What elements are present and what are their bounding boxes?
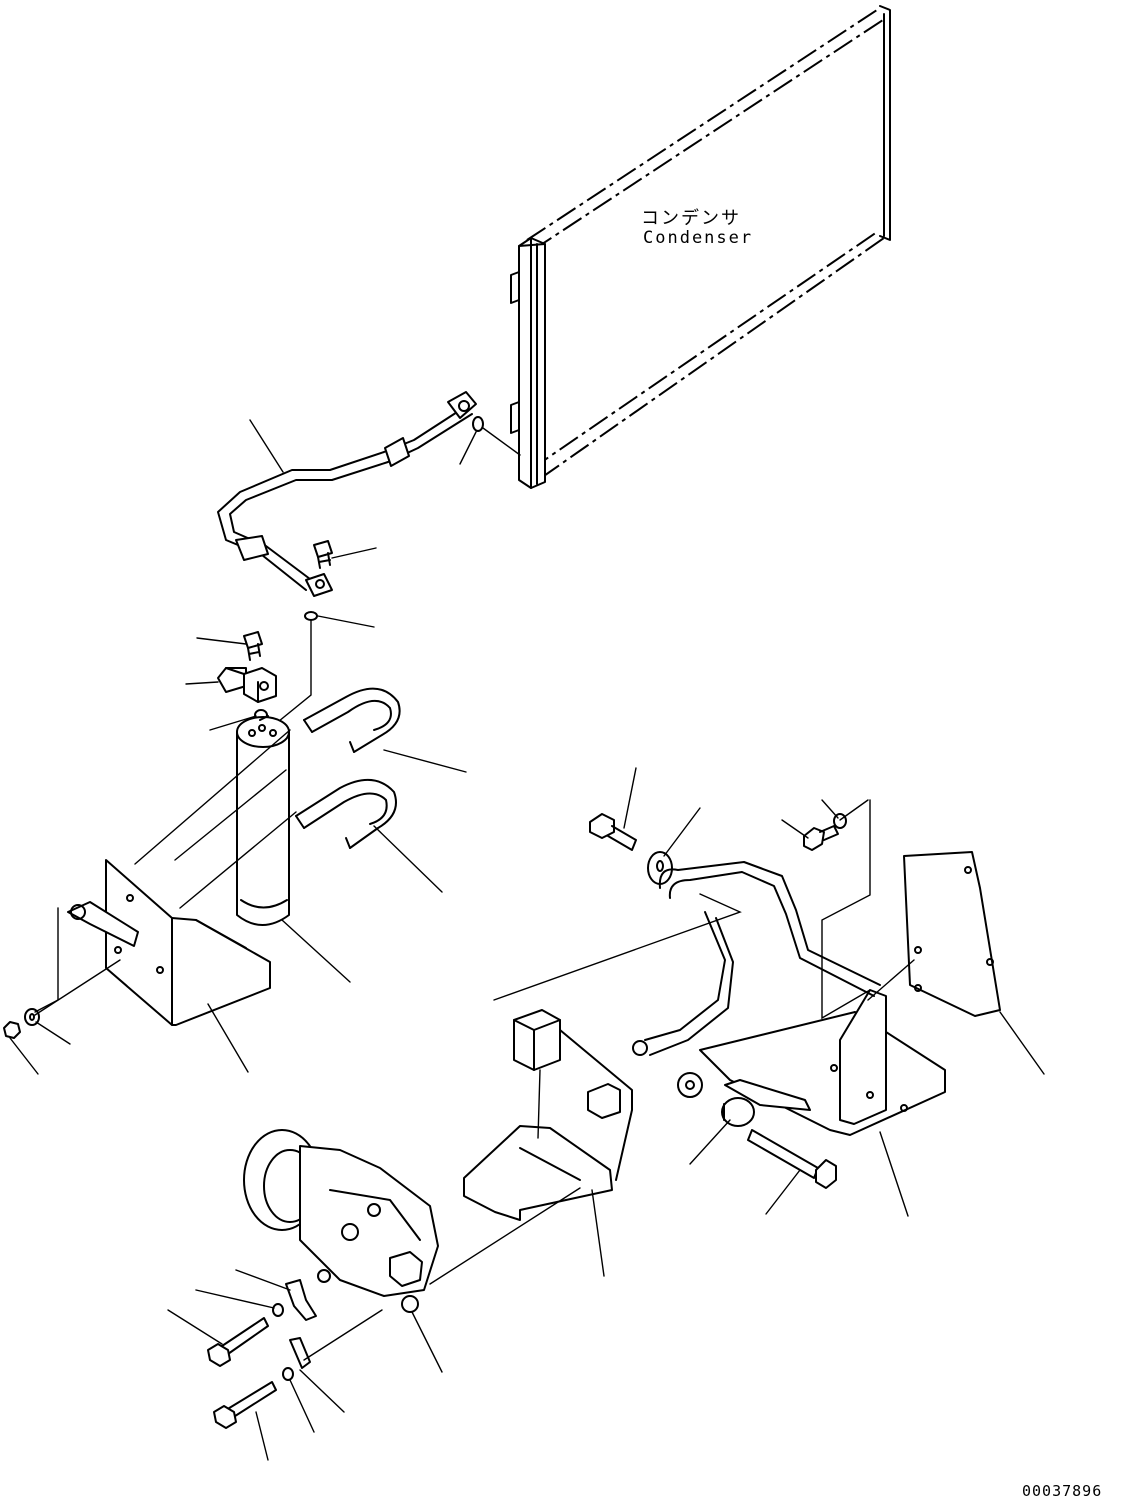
- bolt-hose: [313, 540, 333, 569]
- compressor-bracket: [677, 989, 946, 1136]
- connector-fitting: [217, 667, 277, 703]
- o-ring-condenser: [472, 416, 521, 456]
- washer-large: [647, 851, 673, 885]
- receiver-drier: [236, 715, 290, 926]
- bolt-lower-left-1: [207, 1317, 269, 1367]
- washer: [24, 1008, 40, 1026]
- condenser-label-en: Condenser: [643, 228, 754, 248]
- clip-lower: [289, 1337, 311, 1369]
- ac-compressor: [243, 1129, 439, 1313]
- bolt-lower-left-2: [213, 1381, 277, 1429]
- nut: [3, 1021, 21, 1039]
- bolt-long-right: [747, 1129, 837, 1189]
- spacer-collar: [721, 1097, 755, 1127]
- figure-reference-number: 00037896: [1022, 1482, 1103, 1500]
- condenser-label-jp: コンデンサ: [641, 208, 741, 229]
- tension-block: [463, 1009, 633, 1221]
- washer-lower-left-1: [272, 1303, 284, 1317]
- condenser-hose: [217, 391, 477, 597]
- u-bolt-upper: [303, 687, 401, 753]
- bolt-connector: [243, 631, 263, 661]
- adjust-arm: [632, 861, 881, 1056]
- u-bolt-lower: [295, 779, 397, 849]
- bolt-small-right: [803, 825, 839, 851]
- clip-upper: [285, 1279, 317, 1321]
- assembly-lines: [34, 729, 915, 1361]
- mounting-plate: [903, 851, 1001, 1017]
- leader-lines: [9, 419, 1045, 1461]
- condenser: [510, 5, 891, 489]
- washer-lower-left-2: [282, 1367, 294, 1381]
- o-ring-drier-top: [267, 611, 318, 731]
- drier-bracket: [67, 859, 271, 1026]
- bolt-large-upper: [589, 813, 637, 851]
